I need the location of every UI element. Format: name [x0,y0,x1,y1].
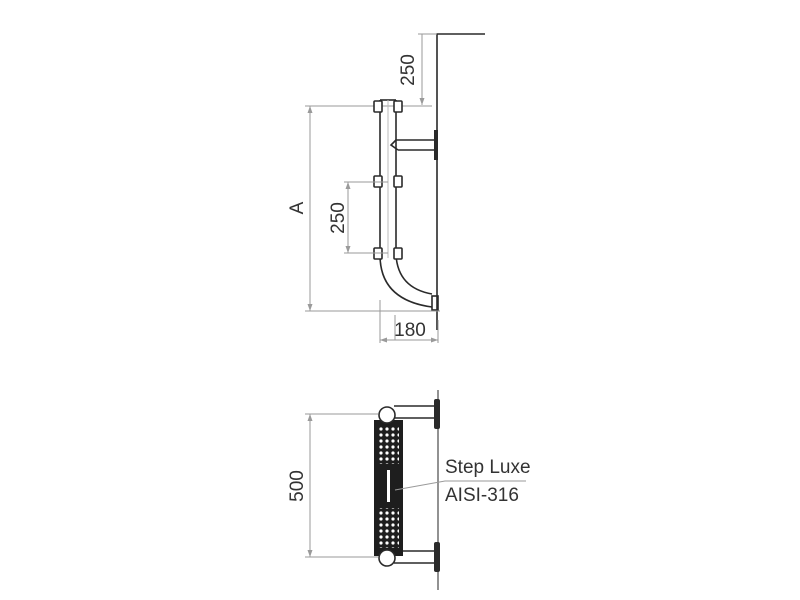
top-bracket-tube [394,405,434,419]
step-slot [387,470,390,502]
step-grip-holes-top [378,426,399,464]
dim-height-label: A [287,201,308,214]
step-grip-holes-bottom [378,508,399,548]
bracket-flange [434,130,438,160]
wall-outline [436,33,485,330]
dim-depth-label: 180 [394,320,426,341]
side-view: 250 A 250 180 [287,33,485,343]
ladder-rail-inner [395,100,433,295]
front-view: 500 Step Luxe AISI-316 [287,390,531,590]
wall-bracket [389,139,435,151]
leader-line [394,480,526,491]
bottom-rung-tube [378,549,396,567]
step-material-label: AISI-316 [445,485,519,506]
dim-step-height-label: 500 [287,470,308,502]
dim-rung-spacing-label: 250 [328,202,349,234]
top-rung-tube [378,406,396,424]
step-name-label: Step Luxe [445,457,531,478]
base-flange [431,295,439,311]
bottom-flange [434,542,440,572]
dim-top-offset-label: 250 [398,54,419,86]
top-flange [434,399,440,429]
